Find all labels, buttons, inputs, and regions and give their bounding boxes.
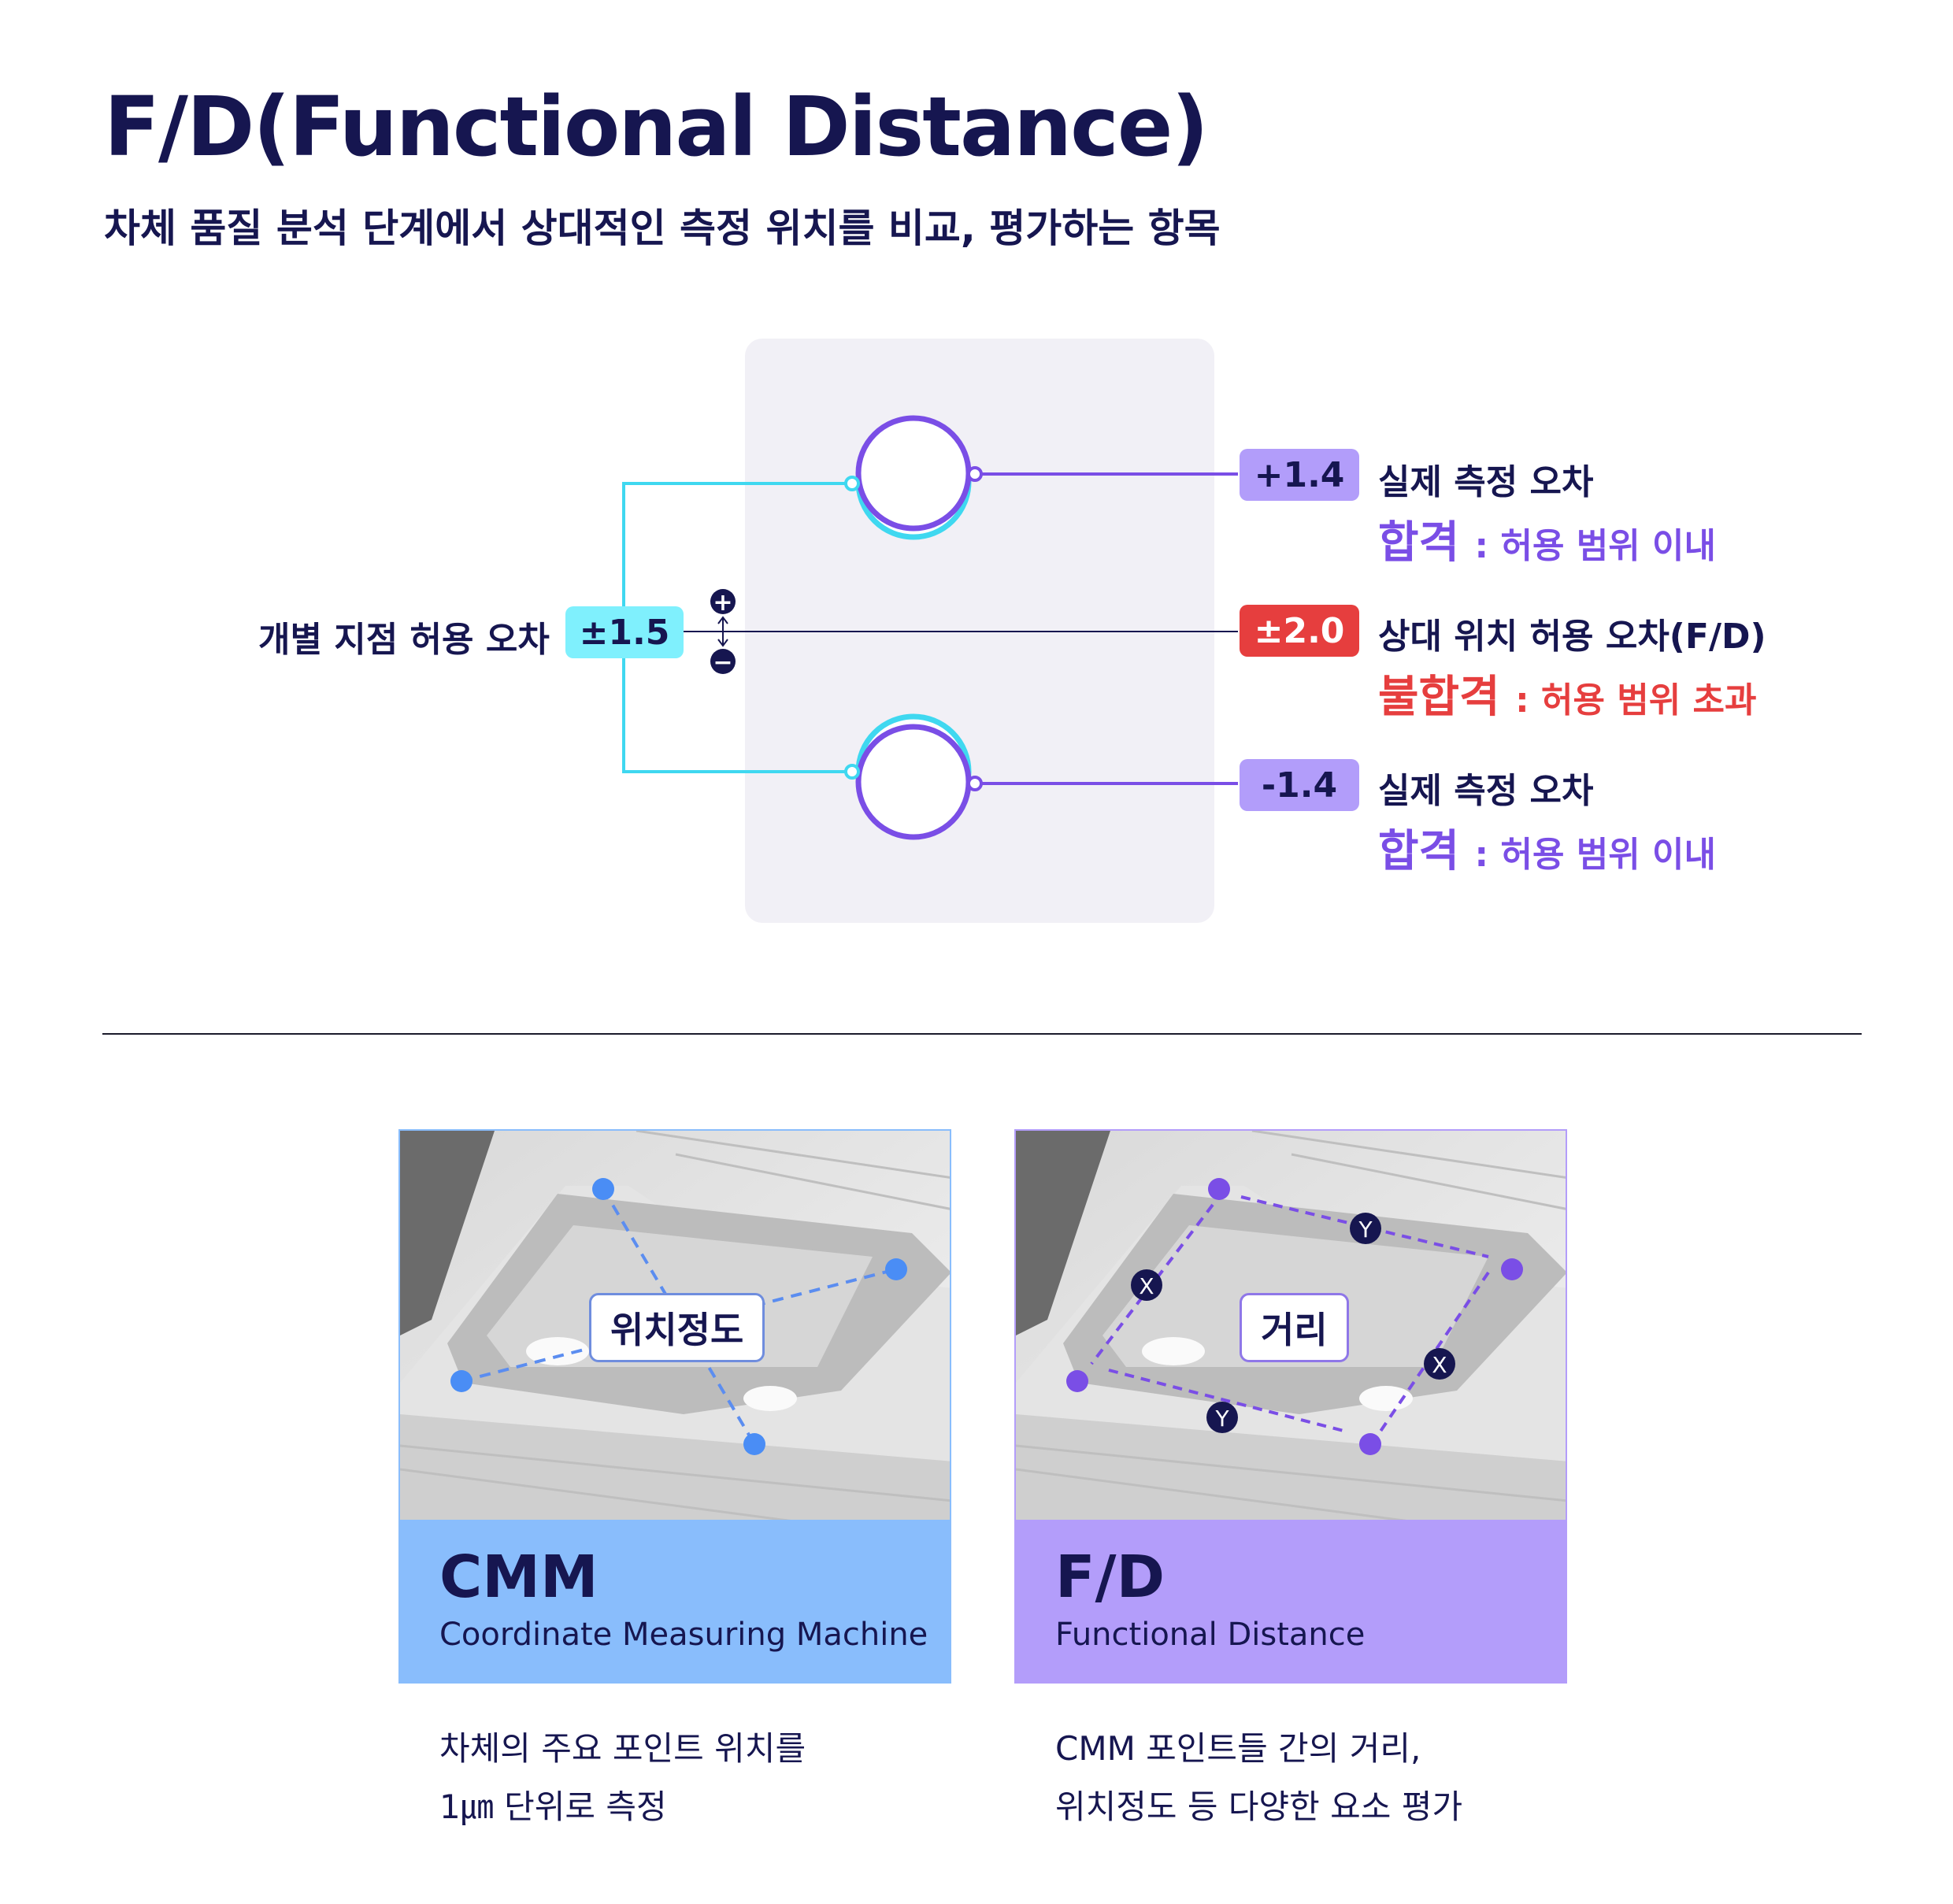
svg-text:X: X — [1432, 1352, 1447, 1378]
axis-y-badge-bottom: Y — [1206, 1402, 1238, 1433]
tolerance-label: 개별 지점 허용 오차 — [258, 620, 550, 660]
cmm-point — [450, 1370, 472, 1392]
bottom-value-badge: -1.4 — [1240, 759, 1359, 811]
cmm-point — [885, 1258, 907, 1280]
svg-text:Y: Y — [1358, 1217, 1373, 1243]
minus-icon — [710, 649, 736, 674]
svg-text:−: − — [713, 649, 732, 676]
bottom-cyan-node — [844, 764, 860, 780]
top-hole-circle — [844, 415, 983, 540]
bottom-purple-node — [967, 776, 983, 791]
cmm-point — [743, 1433, 765, 1455]
top-value-badge: +1.4 — [1240, 449, 1359, 501]
cmm-description: 차체의 주요 포인트 위치를 1㎛ 단위로 측정 — [439, 1720, 806, 1836]
fd-desc-line1: CMM 포인트들 간의 거리, — [1055, 1729, 1421, 1768]
top-verdict-detail: : 허용 범위 이내 — [1474, 526, 1716, 566]
middle-verdict-detail: : 허용 범위 초과 — [1515, 680, 1757, 720]
cmm-subtitle: Coordinate Measuring Machine — [439, 1617, 928, 1653]
middle-verdict-word: 불합격 — [1378, 672, 1500, 723]
fd-point — [1359, 1433, 1381, 1455]
middle-value-badge: ±2.0 — [1240, 605, 1359, 657]
section-divider — [102, 1033, 1862, 1035]
axis-x-badge-left: X — [1131, 1269, 1162, 1301]
fd-point — [1066, 1370, 1088, 1392]
cmm-car-body-image: 위치정도 — [398, 1129, 951, 1520]
bottom-verdict-detail: : 허용 범위 이내 — [1474, 835, 1716, 875]
tolerance-badge: ±1.5 — [565, 606, 684, 658]
svg-text:X: X — [1139, 1273, 1154, 1299]
tolerance-diagram: + − — [622, 339, 1238, 923]
fd-title: F/D — [1055, 1543, 1166, 1611]
axis-x-badge-right: X — [1424, 1348, 1455, 1380]
cmm-point — [592, 1178, 614, 1200]
top-cyan-node — [844, 476, 860, 491]
svg-text:Y: Y — [1214, 1406, 1229, 1432]
axis-y-badge-top: Y — [1350, 1213, 1381, 1244]
top-verdict: 합격 : 허용 범위 이내 — [1378, 507, 1716, 571]
cmm-title-band: CMM Coordinate Measuring Machine — [398, 1520, 951, 1684]
svg-text:+: + — [713, 589, 732, 617]
page-subtitle: 차체 품질 분석 단계에서 상대적인 측정 위치를 비교, 평가하는 항목 — [104, 206, 1221, 251]
top-label: 실제 측정 오차 — [1378, 462, 1594, 502]
fd-point — [1501, 1258, 1523, 1280]
plus-icon — [710, 589, 736, 614]
cmm-card: 위치정도 CMM Coordinate Measuring Machine 차체… — [398, 1129, 951, 1826]
fd-title-band: F/D Functional Distance — [1014, 1520, 1567, 1684]
cmm-tag: 위치정도 — [589, 1293, 765, 1362]
fd-point — [1208, 1178, 1230, 1200]
bottom-verdict-word: 합격 — [1378, 826, 1460, 877]
fd-card: Y X X Y 거리 F/D Functional Distance CMM 포… — [1014, 1129, 1567, 1826]
fd-desc-line2: 위치정도 등 다양한 요소 평가 — [1055, 1787, 1463, 1826]
bottom-label: 실제 측정 오차 — [1378, 771, 1594, 811]
bottom-hole-circle — [844, 713, 983, 840]
middle-label: 상대 위치 허용 오차(F/D) — [1378, 617, 1766, 657]
middle-verdict: 불합격 : 허용 범위 초과 — [1378, 661, 1757, 725]
top-purple-node — [967, 466, 983, 482]
cmm-title: CMM — [439, 1543, 598, 1611]
fd-subtitle: Functional Distance — [1055, 1617, 1366, 1653]
cmm-desc-line2: 1㎛ 단위로 측정 — [439, 1787, 667, 1826]
bottom-verdict: 합격 : 허용 범위 이내 — [1378, 816, 1716, 880]
fd-description: CMM 포인트들 간의 거리, 위치정도 등 다양한 요소 평가 — [1055, 1720, 1462, 1836]
cmm-desc-line1: 차체의 주요 포인트 위치를 — [439, 1729, 806, 1768]
fd-tag: 거리 — [1240, 1293, 1349, 1362]
page-title: F/D(Functional Distance) — [104, 79, 1209, 175]
top-verdict-word: 합격 — [1378, 517, 1460, 569]
fd-car-body-image: Y X X Y 거리 — [1014, 1129, 1567, 1520]
